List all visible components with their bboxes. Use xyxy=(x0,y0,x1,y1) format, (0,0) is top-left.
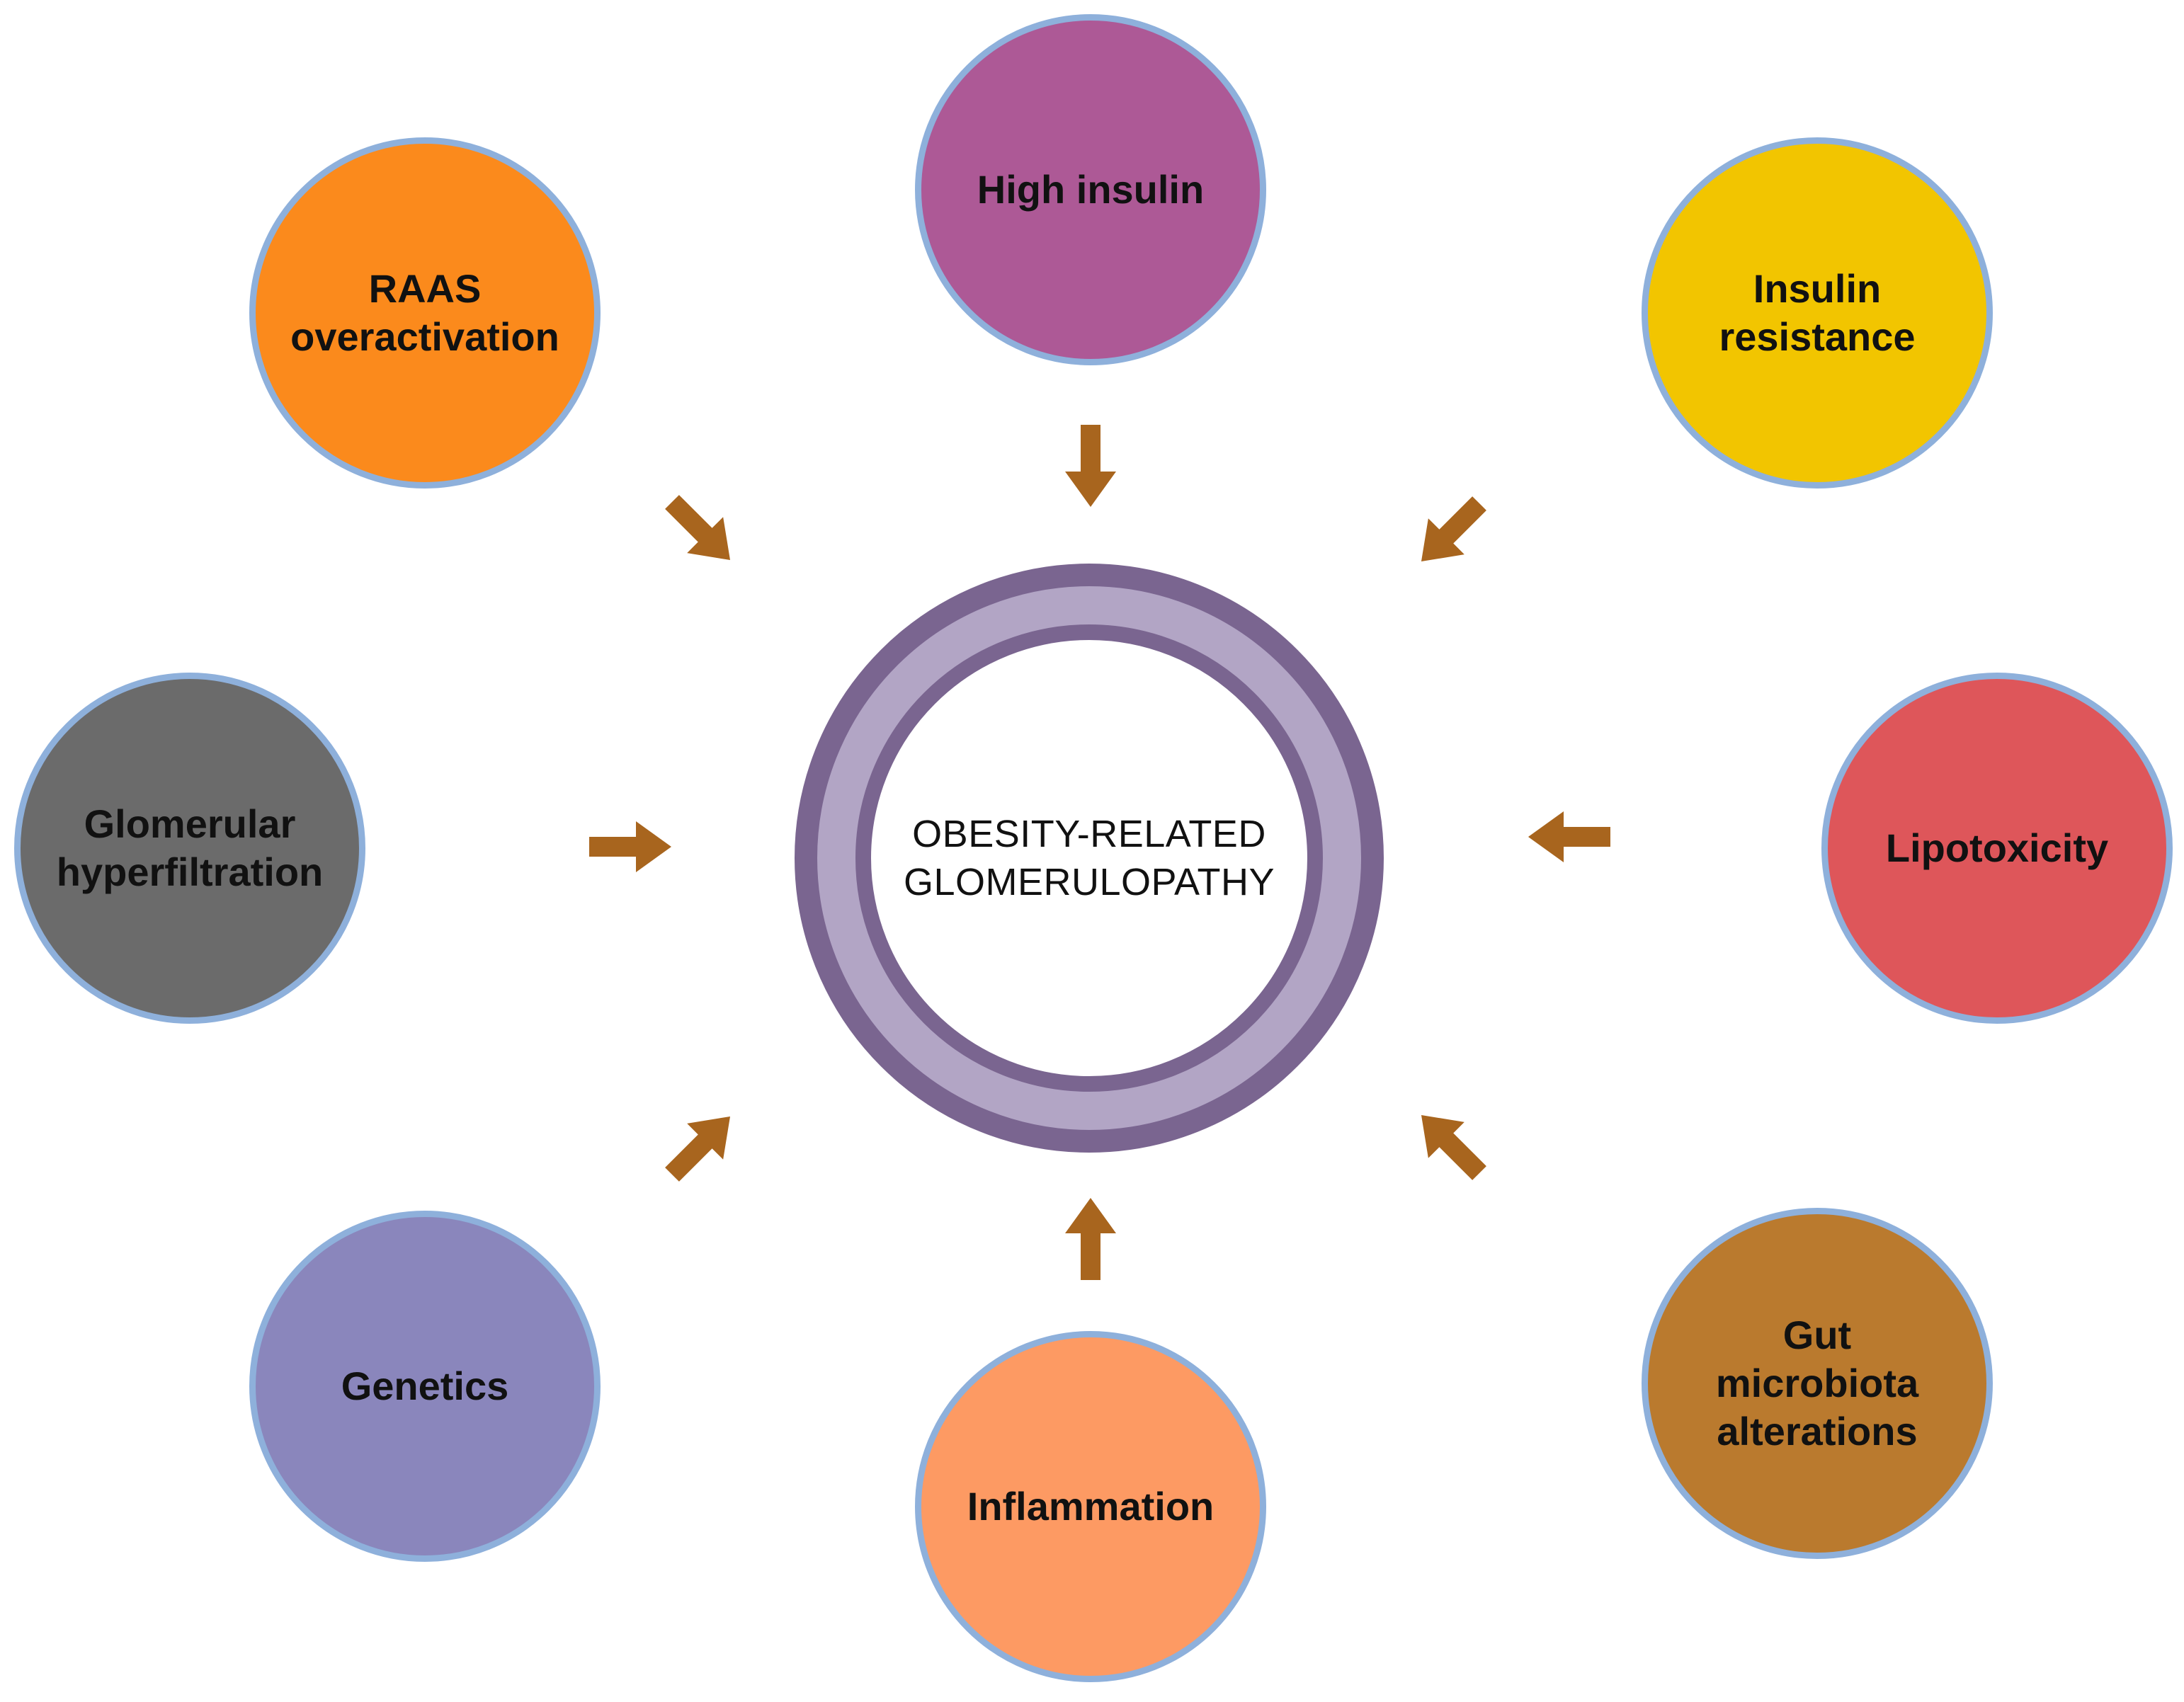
node-high-insulin: High insulin xyxy=(915,14,1266,365)
arrow-from-glomerular-hyperfiltration xyxy=(589,821,671,872)
node-genetics: Genetics xyxy=(249,1211,601,1562)
node-label-genetics: Genetics xyxy=(341,1364,509,1408)
node-label-lipotoxicity: Lipotoxicity xyxy=(1885,826,2109,870)
node-label-glomerular-hyperfiltration: Glomerular hyperfiltration xyxy=(56,801,324,894)
arrow-from-lipotoxicity xyxy=(1528,811,1610,862)
node-lipotoxicity: Lipotoxicity xyxy=(1821,673,2173,1024)
node-glomerular-hyperfiltration: Glomerular hyperfiltration xyxy=(14,673,365,1024)
arrow-from-high-insulin xyxy=(1065,425,1116,507)
node-label-gut-microbiota-alterations: Gut microbiota alterations xyxy=(1715,1313,1919,1453)
arrow-from-genetics xyxy=(665,1116,731,1182)
arrow-from-insulin-resistance xyxy=(1421,496,1486,562)
node-gut-microbiota-alterations: Gut microbiota alterations xyxy=(1642,1208,1993,1559)
node-inflammation: Inflammation xyxy=(915,1331,1266,1682)
node-label-raas-overactivation: RAAS overactivation xyxy=(290,266,559,359)
center-label: OBESITY-RELATED GLOMERULOPATHY xyxy=(903,813,1275,903)
node-label-insulin-resistance: Insulin resistance xyxy=(1719,266,1916,359)
node-label-high-insulin: High insulin xyxy=(977,167,1205,212)
node-label-inflammation: Inflammation xyxy=(967,1484,1215,1529)
node-insulin-resistance: Insulin resistance xyxy=(1642,137,1993,489)
node-raas-overactivation: RAAS overactivation xyxy=(249,137,601,489)
arrow-from-raas-overactivation xyxy=(665,495,731,561)
center-node: OBESITY-RELATED GLOMERULOPATHY xyxy=(855,624,1323,1092)
arrow-from-gut-microbiota-alterations xyxy=(1421,1114,1486,1180)
arrow-from-inflammation xyxy=(1065,1198,1116,1280)
